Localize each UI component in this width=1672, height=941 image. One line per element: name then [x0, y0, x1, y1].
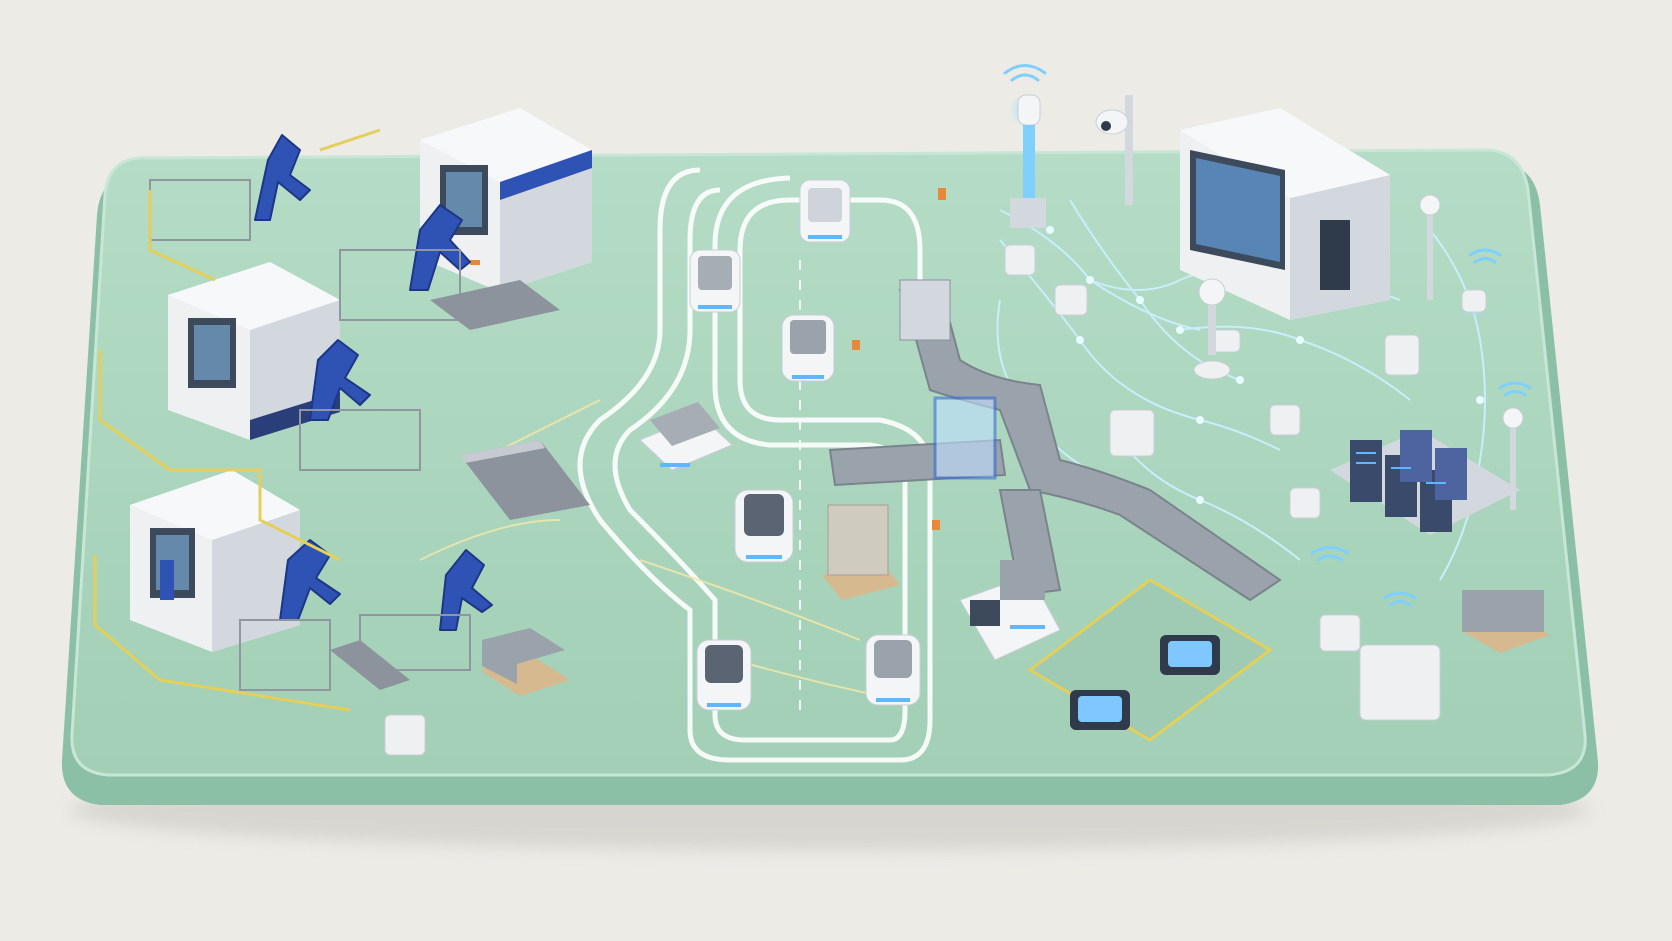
- cnc-machine-top: [420, 108, 592, 292]
- agv-vehicles: [639, 179, 921, 711]
- conveyors-left: [330, 280, 590, 690]
- agv-6: [696, 639, 752, 711]
- wifi-signals: [1003, 64, 1532, 607]
- robot-arms: [254, 134, 493, 631]
- safety-rails: [93, 128, 381, 712]
- camera-tower-1: [1009, 94, 1046, 228]
- agv-5: [734, 489, 794, 563]
- camera-tower-2: [1095, 95, 1133, 205]
- camera-tower-4: [1502, 407, 1524, 510]
- lamp-sensors: [1193, 278, 1488, 380]
- pallet-right: [1460, 590, 1550, 653]
- forklift-agv: [959, 560, 1061, 661]
- pallet-center: [822, 504, 900, 600]
- agv-2: [689, 249, 741, 313]
- camera-tower-3: [1419, 194, 1441, 300]
- agv-1: [799, 179, 851, 243]
- server-racks: [1330, 430, 1520, 535]
- cnc-machine-middle: [168, 262, 340, 440]
- agv-7: [865, 634, 921, 706]
- agv-track: [577, 167, 933, 763]
- sensor-nodes: [384, 244, 1441, 756]
- agv-3: [781, 314, 835, 382]
- floor-guide-lines: [419, 399, 901, 701]
- agv-4: [639, 402, 733, 471]
- warning-beacons: [852, 188, 946, 530]
- charging-area: [1027, 578, 1273, 742]
- pallet-left: [480, 628, 570, 696]
- cnc-machine-bottom: [130, 470, 300, 652]
- control-room: [1180, 108, 1390, 320]
